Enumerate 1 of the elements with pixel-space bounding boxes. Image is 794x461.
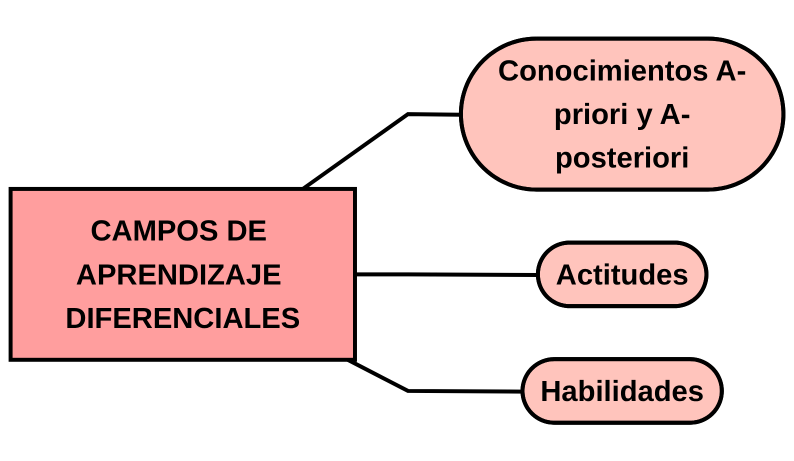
node-box: CAMPOS DE APRENDIZAJE DIFERENCIALES xyxy=(8,186,357,362)
